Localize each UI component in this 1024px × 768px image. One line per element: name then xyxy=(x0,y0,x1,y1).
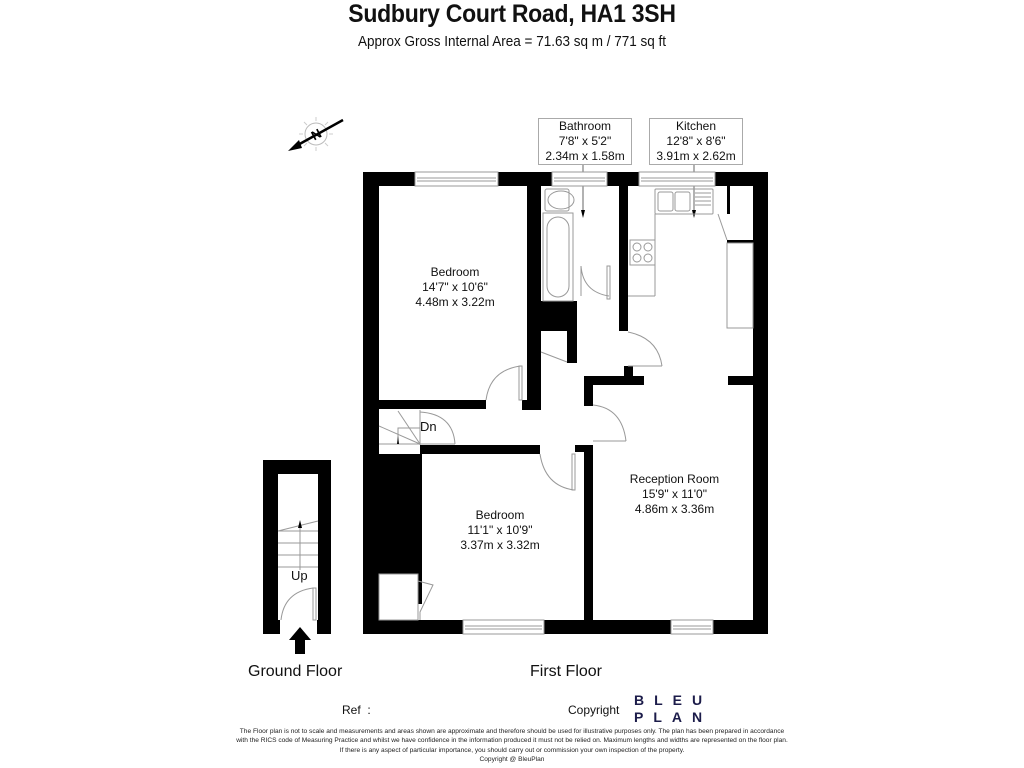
room-label-kitchen: Kitchen 12'8" x 8'6" 3.91m x 2.62m xyxy=(649,118,743,165)
entrance-arrow-icon xyxy=(289,627,311,654)
room-label-reception: Reception Room 15'9" x 11'0" 4.86m x 3.3… xyxy=(612,472,737,517)
disclaimer-line: The Floor plan is not to scale and measu… xyxy=(239,728,785,735)
room-size-metric: 4.86m x 3.36m xyxy=(634,502,715,516)
logo-line-1: BLEU xyxy=(634,692,713,708)
room-name: Bedroom xyxy=(475,508,525,522)
room-size-imperial: 12'8" x 8'6" xyxy=(666,134,726,148)
ground-floor-walls xyxy=(263,460,331,634)
ground-floor-label: Ground Floor xyxy=(248,663,343,680)
room-name: Bedroom xyxy=(430,265,480,279)
disclaimer-line: Copyright @ BleuPlan xyxy=(479,756,545,764)
disclaimer-line: If there is any aspect of particular imp… xyxy=(339,746,685,754)
stairs-up-label: Up xyxy=(291,568,308,583)
room-size-metric: 4.48m x 3.22m xyxy=(415,295,495,309)
room-size-imperial: 15'9" x 11'0" xyxy=(642,487,707,501)
bleuplan-logo: BLEU PLAN xyxy=(634,692,712,726)
room-size-imperial: 14'7" x 10'6" xyxy=(422,280,488,294)
room-size-imperial: 11'1" x 10'9" xyxy=(467,523,533,537)
first-floor-walls xyxy=(363,172,768,634)
plan-title: Sudbury Court Road, HA1 3SH xyxy=(348,0,676,28)
room-label-bedroom-1: Bedroom 14'7" x 10'6" 4.48m x 3.22m xyxy=(400,265,510,310)
room-label-bedroom-2: Bedroom 11'1" x 10'9" 3.37m x 3.32m xyxy=(445,508,555,553)
logo-line-2: PLAN xyxy=(634,709,713,725)
disclaimer: The Floor plan is not to scale and measu… xyxy=(0,727,1024,765)
stairs-down-label: Dn xyxy=(420,419,437,434)
first-floor-label: First Floor xyxy=(530,663,602,680)
ref-label: Ref : xyxy=(342,703,371,717)
disclaimer-line: with the RICS code of Measuring Practice… xyxy=(236,737,788,745)
room-size-metric: 3.37m x 3.32m xyxy=(460,538,540,552)
copyright-label: Copyright xyxy=(568,703,620,717)
room-size-metric: 2.34m x 1.58m xyxy=(545,149,625,163)
north-compass-icon: N xyxy=(288,117,344,151)
room-size-metric: 3.91m x 2.62m xyxy=(656,149,736,163)
room-name: Reception Room xyxy=(629,472,720,486)
room-name: Kitchen xyxy=(675,119,717,133)
room-size-imperial: 7'8" x 5'2" xyxy=(558,134,612,148)
room-name: Bathroom xyxy=(558,119,612,133)
gross-area: Approx Gross Internal Area = 71.63 sq m … xyxy=(357,33,667,50)
room-label-bathroom: Bathroom 7'8" x 5'2" 2.34m x 1.58m xyxy=(538,118,632,165)
